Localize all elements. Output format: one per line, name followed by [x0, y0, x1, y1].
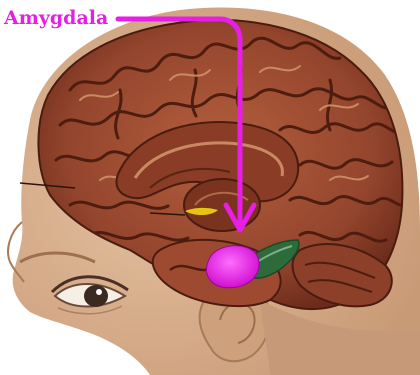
amygdala-label: Amygdala	[3, 7, 108, 29]
